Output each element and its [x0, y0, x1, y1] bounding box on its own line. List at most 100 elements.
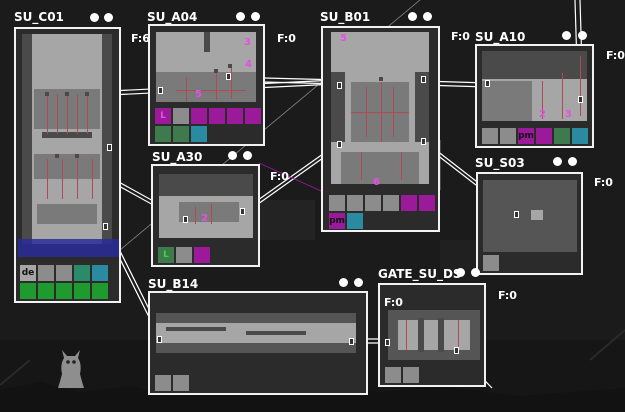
tile-swatch: [173, 375, 189, 391]
room-connection-icon[interactable]: [107, 144, 112, 151]
room-dot-icon: [236, 12, 245, 21]
slugcat-icon[interactable]: [56, 348, 86, 390]
room-connection-icon[interactable]: [421, 76, 426, 83]
water-zone: [18, 239, 119, 257]
room-number: 4: [245, 59, 252, 70]
room-connection-icon[interactable]: [485, 80, 490, 87]
room-connection-icon[interactable]: [157, 336, 162, 343]
tile-swatch: [191, 126, 207, 142]
room-map: [388, 310, 480, 360]
room-map: [482, 51, 587, 121]
tile-swatch: [194, 247, 210, 263]
room-connection-icon[interactable]: [103, 223, 108, 230]
tile-swatch: [176, 247, 192, 263]
tile-swatch: [347, 213, 363, 229]
room-floor-label: F:6: [131, 32, 150, 45]
tile-swatch: [482, 128, 498, 144]
tile-swatch: [536, 128, 552, 144]
room-title-su-a10: SU_A10: [475, 30, 526, 44]
room-map: [156, 32, 256, 102]
tile-swatch: [173, 126, 189, 142]
room-dot-icon: [251, 12, 260, 21]
room-connection-icon[interactable]: [349, 338, 354, 345]
room-floor-label: F:0: [451, 30, 470, 43]
room-title-su-b01: SU_B01: [320, 10, 371, 24]
room-su-a30[interactable]: 2 L: [151, 164, 260, 267]
tile-swatch: [92, 283, 108, 299]
room-dot-icon: [578, 31, 587, 40]
room-map: [156, 313, 356, 353]
tile-swatch: de: [20, 265, 36, 281]
room-connection-icon[interactable]: [240, 208, 245, 215]
room-floor-label: F:0: [594, 176, 613, 189]
room-su-c01[interactable]: de: [14, 27, 121, 303]
room-su-s03[interactable]: [476, 172, 583, 275]
room-map: [331, 32, 429, 184]
room-dot-icon: [568, 157, 577, 166]
room-connection-icon[interactable]: [158, 87, 163, 94]
room-floor-label: F:0: [384, 296, 403, 309]
room-dot-icon: [408, 12, 417, 21]
room-dot-icon: [354, 278, 363, 287]
room-number: 6: [373, 177, 380, 188]
room-floor-label: F:0: [606, 49, 625, 62]
tile-swatch: L: [155, 108, 171, 124]
tile-swatch: [20, 283, 36, 299]
room-dot-icon: [243, 151, 252, 160]
room-connection-icon[interactable]: [337, 141, 342, 148]
tile-swatch: pm: [329, 213, 345, 229]
tile-swatch: [385, 367, 401, 383]
tile-swatch: L: [158, 247, 174, 263]
room-connection-icon[interactable]: [385, 339, 390, 346]
tile-swatch: [483, 255, 499, 271]
room-connection-icon[interactable]: [578, 96, 583, 103]
tile-swatch: [92, 265, 108, 281]
room-connection-icon[interactable]: [421, 138, 426, 145]
room-connection-icon[interactable]: [514, 211, 519, 218]
room-number: 5: [340, 33, 347, 44]
tile-swatch: [245, 108, 261, 124]
tile-swatch: [554, 128, 570, 144]
room-title-su-a04: SU_A04: [147, 10, 198, 24]
tile-swatch: [155, 126, 171, 142]
room-su-a10[interactable]: 2 3 pm: [475, 44, 594, 148]
room-dot-icon: [90, 13, 99, 22]
room-connection-icon[interactable]: [454, 347, 459, 354]
tile-swatch: pm: [518, 128, 534, 144]
tile-swatch: [401, 195, 417, 211]
tile-swatch: [38, 265, 54, 281]
tile-swatch: [74, 265, 90, 281]
room-connection-icon[interactable]: [337, 82, 342, 89]
tile-swatch: [572, 128, 588, 144]
room-number: 3: [244, 37, 251, 48]
room-dot-icon: [456, 268, 465, 277]
room-number: 2: [539, 109, 546, 120]
room-dot-icon: [228, 151, 237, 160]
tile-swatch: [38, 283, 54, 299]
room-floor-label: F:0: [277, 32, 296, 45]
tile-swatch: [347, 195, 363, 211]
room-connection-icon[interactable]: [183, 216, 188, 223]
room-su-b01[interactable]: 5 6 pm: [321, 26, 440, 232]
room-su-b14[interactable]: [148, 291, 368, 395]
tile-swatch: [403, 367, 419, 383]
tile-swatch: [56, 265, 72, 281]
room-map: [22, 34, 112, 244]
room-connection-icon[interactable]: [226, 73, 231, 80]
room-map: [483, 180, 577, 252]
room-gate-su-ds[interactable]: F:0: [378, 283, 486, 387]
room-title-su-c01: SU_C01: [14, 10, 64, 24]
room-number: 3: [565, 109, 572, 120]
tile-swatch: [74, 283, 90, 299]
tile-swatch: [209, 108, 225, 124]
tile-swatch: [329, 195, 345, 211]
room-su-a04[interactable]: 3 4 5 L: [148, 24, 265, 146]
tile-swatch: [383, 195, 399, 211]
room-dot-icon: [104, 13, 113, 22]
room-title-su-a30: SU_A30: [152, 150, 203, 164]
room-number: 5: [195, 89, 202, 100]
tile-swatch: [227, 108, 243, 124]
room-number: 2: [201, 213, 208, 224]
room-dot-icon: [553, 157, 562, 166]
room-dot-icon: [423, 12, 432, 21]
